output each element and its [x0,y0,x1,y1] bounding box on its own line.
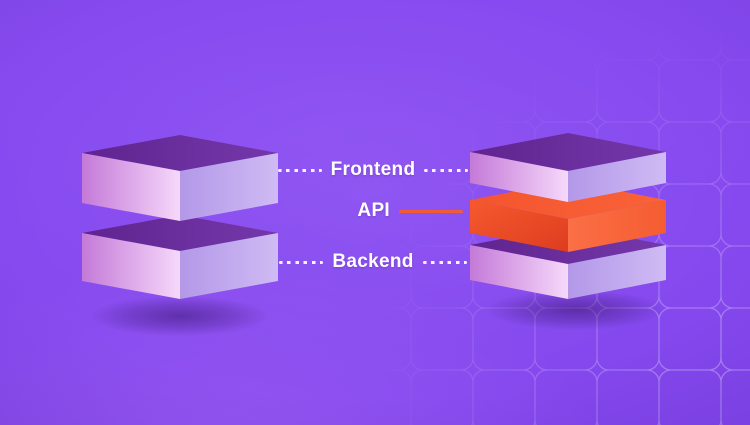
backend-right-dashed-connector [422,260,467,264]
left-frontend-layer [82,135,278,221]
left-backend-layer [82,215,278,299]
frontend-left-dashed-connector [277,168,322,172]
backend-label: Backend [332,251,414,272]
backend-left-dashed-connector [279,260,324,264]
api-solid-connector [399,209,463,213]
frontend-right-dashed-connector [424,168,469,172]
left-frontend-left-face [82,153,180,221]
frontend-label: Frontend [330,159,416,180]
backend-label-row: Backend [279,251,467,273]
left-backend-left-face [82,233,180,299]
api-label-row: API [283,200,463,222]
right-frontend-left-face [470,152,568,202]
right-stack-with-api [470,133,666,299]
right-frontend-layer [470,133,666,202]
left-backend-right-face [180,233,278,299]
right-backend-right-face [568,245,666,299]
right-api-right-face [568,200,666,252]
right-backend-left-face [470,245,568,299]
left-frontend-right-face [180,153,278,221]
api-label: API [357,200,390,221]
frontend-label-row: Frontend [277,159,469,181]
right-api-left-face [470,200,568,252]
left-stack-no-api [82,135,278,299]
right-frontend-right-face [568,152,666,202]
